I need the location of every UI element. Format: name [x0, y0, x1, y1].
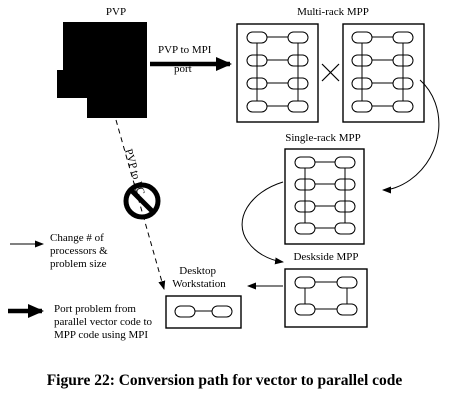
- deskside-cabinet: [284, 268, 368, 328]
- legend-thick-arrow-text: Port problem from parallel vector code t…: [54, 303, 153, 341]
- pvp-machine-icon: [57, 22, 147, 118]
- rack-interconnect-cross: [321, 63, 340, 82]
- multi-to-single-rack-arrow: [382, 79, 440, 194]
- pvp-label: PVP: [106, 6, 126, 18]
- desktop-workstation-box: [165, 295, 242, 329]
- figure-caption: Figure 22: Conversion path for vector to…: [46, 372, 403, 389]
- prohibited-icon: [123, 182, 161, 220]
- multi-rack-left-cabinet: [236, 23, 319, 123]
- multi-rack-right-cabinet: [342, 23, 425, 123]
- deskside-label: Deskside MPP: [293, 251, 358, 263]
- pvp-to-mpi-label: PVP to MPI port: [158, 44, 214, 75]
- single-rack-cabinet: [284, 148, 365, 245]
- desktop-label: Desktop Workstation: [172, 265, 226, 290]
- single-rack-label: Single-rack MPP: [285, 132, 360, 144]
- multi-rack-label: Multi-rack MPP: [297, 6, 369, 18]
- pvp-to-desktop-dashed-arrow: [115, 119, 166, 290]
- legend-thin-arrow-text: Change # of processors & problem size: [50, 232, 108, 270]
- single-rack-to-deskside-arrow: [241, 181, 284, 265]
